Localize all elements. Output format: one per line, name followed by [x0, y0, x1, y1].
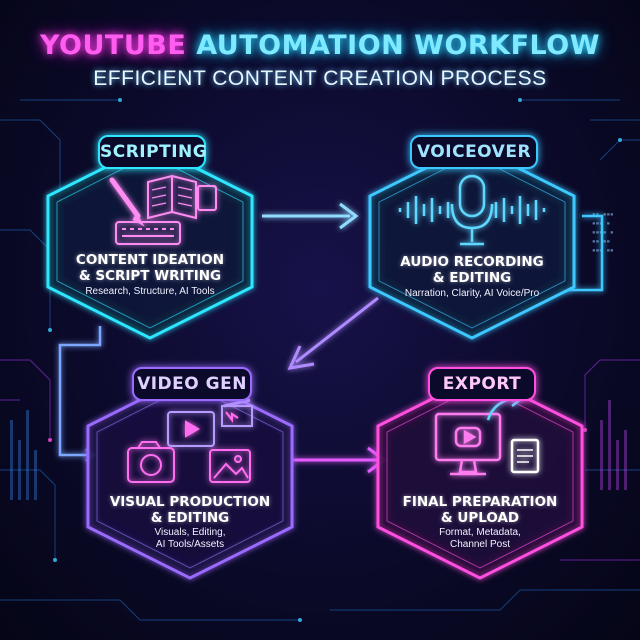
arrow-voiceover-to-videogen	[287, 296, 379, 370]
page-title: YOUTUBE AUTOMATION WORKFLOW	[0, 30, 640, 61]
step-detail-scripting: Research, Structure, AI Tools	[85, 286, 215, 297]
step-detail-line1: Visuals, Editing,	[154, 527, 226, 538]
step-heading-scripting: CONTENT IDEATION & SCRIPT WRITING	[60, 252, 240, 284]
step-heading-line1: AUDIO RECORDING	[400, 254, 544, 270]
step-heading-videogen: VISUAL PRODUCTION & EDITING	[100, 494, 280, 526]
step-detail-line2: Channel Post	[449, 539, 511, 550]
hexagon-export	[376, 373, 584, 580]
step-heading-line2: & EDITING	[150, 510, 230, 526]
step-label-scripting: SCRIPTING	[98, 135, 207, 169]
step-detail-export: Format, Metadata, Channel Post	[390, 527, 570, 551]
step-detail-voiceover: Narration, Clarity, AI Voice/Pro	[404, 288, 540, 299]
step-detail-line2: AI Tools/Assets	[155, 539, 225, 550]
step-heading-line2: & EDITING	[432, 270, 512, 286]
step-detail-videogen: Visuals, Editing, AI Tools/Assets	[100, 527, 280, 551]
side-connector-left	[58, 326, 102, 457]
page-subtitle: EFFICIENT CONTENT CREATION PROCESS	[93, 67, 547, 90]
title-part-workflow: AUTOMATION WORKFLOW	[196, 30, 601, 61]
step-heading-export: FINAL PREPARATION & UPLOAD	[390, 494, 570, 526]
arrow-scripting-to-voiceover	[262, 202, 359, 230]
step-heading-line1: VISUAL PRODUCTION	[109, 494, 271, 510]
step-heading-line1: FINAL PREPARATION	[402, 494, 558, 510]
hexagon-scripting	[46, 143, 254, 340]
step-heading-line1: CONTENT IDEATION	[75, 252, 225, 268]
step-heading-voiceover: AUDIO RECORDING & EDITING	[382, 254, 562, 286]
camera-clapper-image-icon	[127, 398, 253, 483]
side-connector-right	[560, 214, 604, 292]
arrow-videogen-to-export	[290, 446, 387, 474]
step-heading-line2: & SCRIPT WRITING	[78, 268, 222, 284]
microphone-waveform-icon	[398, 174, 546, 246]
step-label-videogen: VIDEO GEN	[132, 367, 252, 401]
step-label-export: EXPORT	[428, 367, 536, 401]
step-label-voiceover: VOICEOVER	[410, 135, 538, 169]
pencil-book-keyboard-icon	[109, 174, 217, 245]
step-heading-line2: & UPLOAD	[440, 510, 520, 526]
title-part-youtube: YOUTUBE	[39, 30, 187, 61]
step-detail-line1: Format, Metadata,	[439, 527, 521, 538]
